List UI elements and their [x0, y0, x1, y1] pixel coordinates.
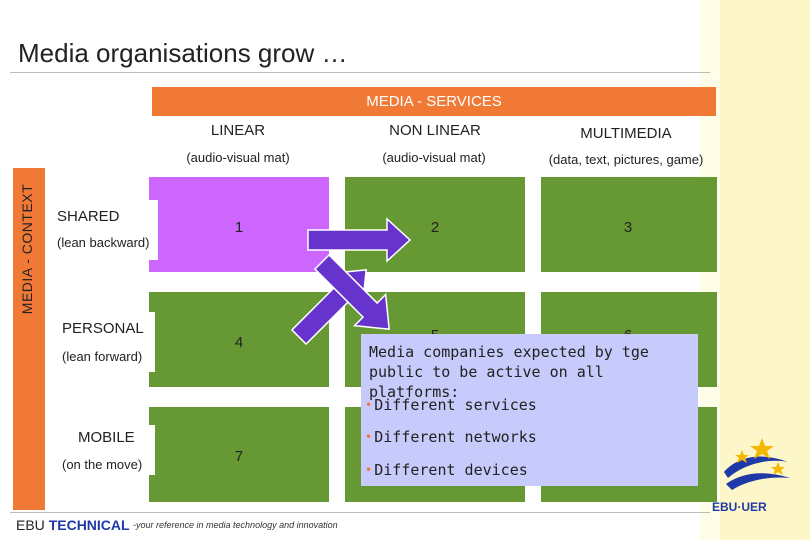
- callout-line-1: Media companies expected by tge: [369, 343, 649, 361]
- cell-number-3: 3: [623, 219, 633, 236]
- callout-line-2: public to be active on all platforms:: [369, 363, 604, 401]
- title-divider: [10, 72, 710, 73]
- ebu-logo-icon: [724, 438, 790, 490]
- column-sub-multimedia: (data, text, pictures, game): [548, 152, 704, 167]
- footer-ebu: EBU: [16, 517, 45, 533]
- row-label-bg-personal: [55, 312, 155, 372]
- media-services-header: MEDIA - SERVICES: [152, 87, 716, 116]
- bullet-icon: •: [365, 463, 373, 477]
- column-sub-nonlinear: (audio-visual mat): [382, 150, 486, 165]
- footer-technical: TECHNICAL: [48, 517, 130, 533]
- row-label-shared: SHARED: [57, 208, 120, 225]
- cell-mobile-linear: [149, 407, 329, 502]
- bullet-icon: •: [365, 398, 373, 412]
- callout-bullet-devices: • Different devices: [365, 461, 528, 479]
- ebu-logo-text: EBU·UER: [712, 500, 767, 514]
- media-services-label: MEDIA - SERVICES: [366, 93, 502, 110]
- column-header-nonlinear: NON LINEAR: [389, 122, 481, 139]
- cell-shared-linear: [149, 177, 329, 272]
- row-label-bg-mobile: [55, 425, 155, 475]
- arrow-right: [307, 217, 412, 263]
- row-sub-shared: (lean backward): [57, 235, 150, 250]
- media-context-bar: [13, 168, 45, 510]
- cell-number-4: 4: [234, 334, 244, 351]
- row-label-mobile: MOBILE: [78, 429, 135, 446]
- footer-divider: [10, 512, 710, 513]
- callout-bullet-networks: • Different networks: [365, 428, 537, 446]
- slide-title: Media organisations grow …: [18, 38, 348, 68]
- cell-number-1: 1: [234, 219, 244, 236]
- cell-personal-linear: [149, 292, 329, 387]
- cell-shared-multimedia: [541, 177, 717, 272]
- footer-tagline: -your reference in media technology and …: [133, 520, 338, 530]
- cell-shared-nonlinear: [345, 177, 525, 272]
- footer-brand: EBU TECHNICAL: [16, 517, 130, 533]
- column-sub-linear: (audio-visual mat): [186, 150, 290, 165]
- cell-number-2: 2: [430, 219, 440, 236]
- row-label-bg-shared: [50, 200, 158, 260]
- column-header-multimedia: MULTIMEDIA: [580, 125, 672, 142]
- column-header-linear: LINEAR: [210, 122, 266, 139]
- bullet-icon: •: [365, 430, 373, 444]
- arrow-diagonal-down: [313, 253, 391, 331]
- cell-number-7: 7: [234, 448, 244, 465]
- row-label-personal: PERSONAL: [62, 320, 144, 337]
- callout-bullet-services: • Different services: [365, 396, 537, 414]
- callout-box: Media companies expected by tge public t…: [361, 334, 698, 486]
- row-sub-mobile: (on the move): [62, 457, 143, 472]
- row-sub-personal: (lean forward): [62, 349, 143, 364]
